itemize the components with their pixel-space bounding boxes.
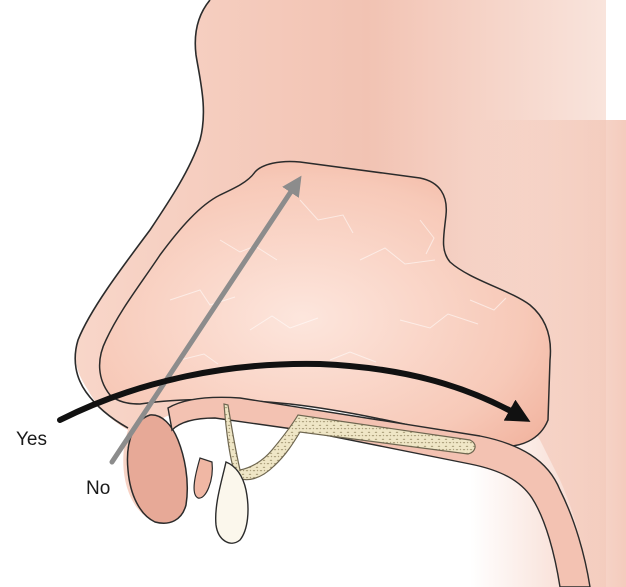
- label-yes: Yes: [16, 429, 47, 450]
- label-no: No: [86, 478, 110, 499]
- oral-cavity-line: [194, 458, 212, 498]
